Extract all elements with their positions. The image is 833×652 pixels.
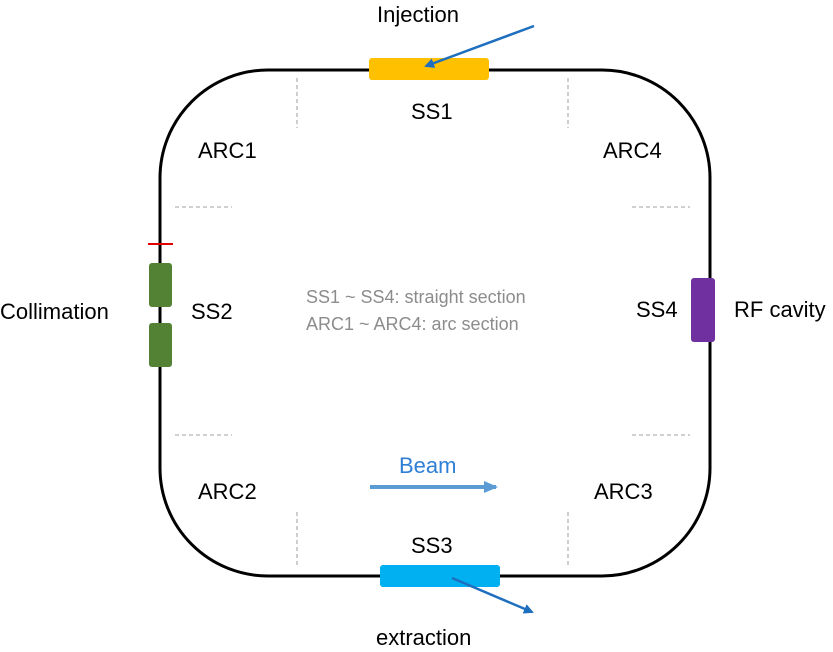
injection-label: Injection bbox=[377, 2, 459, 27]
injection-arrow bbox=[424, 24, 535, 68]
injection-element bbox=[369, 58, 489, 80]
ss3-label: SS3 bbox=[411, 533, 453, 558]
arc1-label: ARC1 bbox=[198, 138, 257, 163]
beam-label: Beam bbox=[399, 453, 457, 478]
ss1-label: SS1 bbox=[411, 99, 453, 124]
collimator-lower bbox=[149, 323, 172, 367]
legend-note-arc: ARC1 ~ ARC4: arc section bbox=[306, 314, 519, 334]
collimation-label: Collimation bbox=[0, 299, 109, 324]
extraction-label: extraction bbox=[376, 625, 472, 650]
rf-cavity-element bbox=[691, 278, 715, 342]
extraction-element bbox=[380, 565, 500, 587]
legend-note-straight: SS1 ~ SS4: straight section bbox=[306, 287, 526, 307]
extraction-arrow bbox=[451, 576, 534, 614]
ss4-label: SS4 bbox=[636, 297, 678, 322]
rf-cavity-label: RF cavity bbox=[734, 297, 826, 322]
ss2-label: SS2 bbox=[191, 299, 233, 324]
collimator-upper bbox=[149, 263, 172, 307]
arc3-label: ARC3 bbox=[594, 479, 653, 504]
arc2-label: ARC2 bbox=[198, 479, 257, 504]
section-dividers bbox=[175, 78, 690, 568]
arc4-label: ARC4 bbox=[603, 138, 662, 163]
